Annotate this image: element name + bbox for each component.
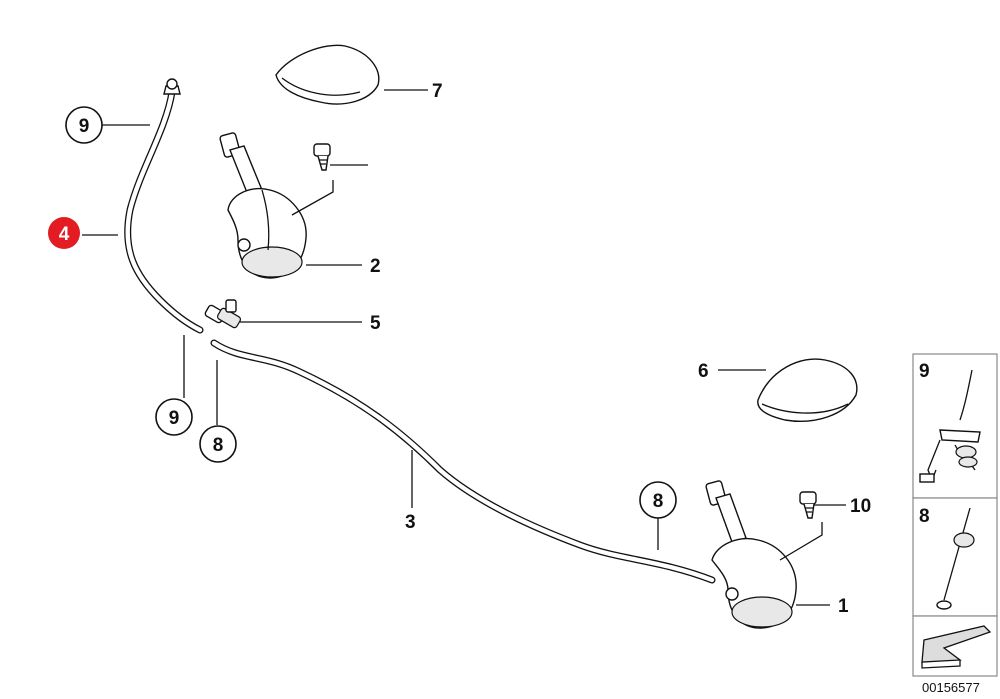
document-number: 00156577: [922, 680, 980, 695]
part-label-1[interactable]: 1: [838, 596, 849, 617]
svg-text:9: 9: [919, 361, 930, 382]
svg-text:8: 8: [919, 506, 930, 527]
screw-upper[interactable]: [313, 143, 331, 171]
callout-8-left[interactable]: 8: [199, 425, 237, 463]
callout-8-right[interactable]: 8: [639, 481, 677, 519]
cover-cap-part-6[interactable]: [757, 358, 858, 422]
svg-text:8: 8: [653, 491, 664, 512]
svg-text:9: 9: [169, 408, 180, 429]
callout-4-highlight[interactable]: 4: [48, 217, 80, 249]
connector-part-5[interactable]: [204, 299, 242, 329]
svg-text:4: 4: [59, 224, 70, 245]
hose-part-4[interactable]: [124, 78, 204, 334]
part-label-10[interactable]: 10: [850, 496, 871, 517]
screw-part-10[interactable]: [799, 491, 817, 519]
callout-9-top[interactable]: 9: [65, 106, 103, 144]
svg-text:9: 9: [79, 116, 90, 137]
svg-text:8: 8: [213, 435, 224, 456]
hose-part-3[interactable]: [210, 339, 716, 584]
part-label-5[interactable]: 5: [370, 313, 381, 334]
cover-cap-part-7[interactable]: [275, 44, 380, 105]
leader-lines: [82, 89, 846, 606]
part-label-2[interactable]: 2: [370, 256, 381, 277]
part-label-3[interactable]: 3: [405, 512, 416, 533]
part-label-6[interactable]: 6: [698, 361, 709, 382]
detail-panel-9[interactable]: 9: [912, 353, 998, 499]
part-label-7[interactable]: 7: [432, 81, 443, 102]
callout-9-bottom[interactable]: 9: [155, 398, 193, 436]
arrow-panel[interactable]: [912, 615, 998, 677]
washer-jet-part-2[interactable]: [219, 132, 307, 279]
washer-jet-part-1[interactable]: [705, 480, 797, 629]
detail-panel-8[interactable]: 8: [912, 497, 998, 617]
